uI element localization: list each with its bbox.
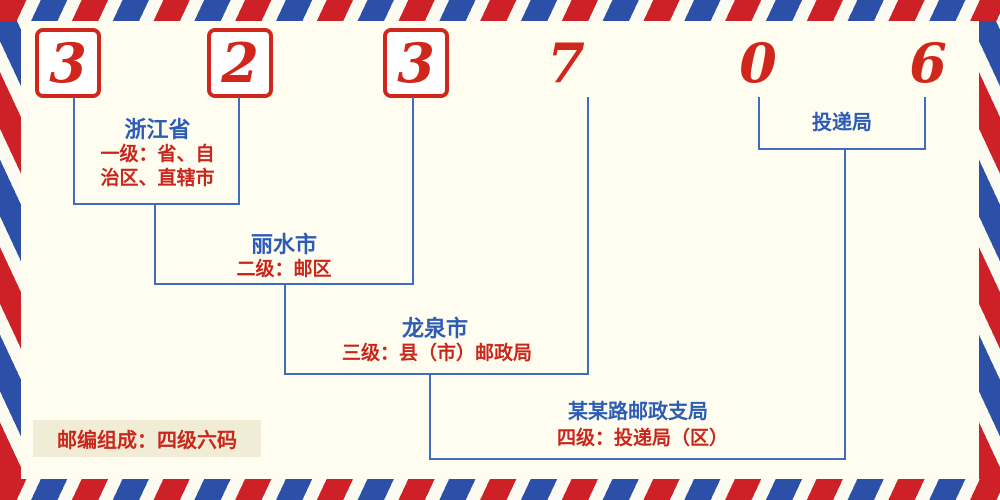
connector-line [154, 283, 414, 285]
digit-box-3: 3 [383, 28, 449, 98]
digit-box-6: 6 [895, 28, 961, 98]
level1-description-line2: 治区、直辖市 [100, 167, 215, 189]
connector-line [429, 458, 846, 460]
digit-5: 0 [739, 31, 777, 95]
connector-line [154, 205, 156, 285]
digit-4: 7 [547, 31, 585, 95]
delivery-office-label: 投递局 [812, 110, 872, 134]
note-text: 邮编组成：四级六码 [57, 428, 237, 452]
level4-description: 四级：投递局（区） [556, 427, 728, 449]
digit-box-2: 2 [207, 28, 273, 98]
digit-box-1: 3 [35, 28, 101, 98]
level1-description: 一级：省、自 治区、直辖市 [68, 142, 247, 190]
level2-region-label: 丽水市 [250, 233, 317, 258]
connector-line [284, 373, 589, 375]
level2-description: 二级：邮区 [236, 258, 332, 280]
digit-1: 3 [49, 31, 87, 95]
connector-line [284, 285, 286, 375]
level1-description-line1: 一级：省、自 [100, 143, 215, 165]
connector-line [429, 375, 431, 460]
connector-line [73, 97, 75, 205]
level3-region-label: 龙泉市 [401, 317, 468, 342]
level3-description: 三级：县（市）邮政局 [341, 342, 532, 364]
digit-3: 3 [397, 31, 435, 95]
connector-line [412, 97, 414, 285]
airmail-border-right [979, 21, 1000, 479]
postal-code-composition-note: 邮编组成：四级六码 [33, 420, 261, 457]
level4-region-label: 某某路邮政支局 [568, 399, 708, 423]
digit-box-5: 0 [725, 28, 791, 98]
connector-line [73, 203, 240, 205]
level1-region-label: 浙江省 [124, 118, 191, 143]
connector-line [924, 97, 926, 150]
connector-line [844, 148, 846, 460]
digit-2: 2 [221, 31, 259, 95]
airmail-border-left [0, 21, 21, 479]
digit-6: 6 [909, 31, 947, 95]
connector-line [587, 97, 589, 375]
connector-line [758, 97, 760, 150]
airmail-border-top [0, 0, 1000, 21]
connector-line [238, 97, 240, 205]
airmail-border-bottom [0, 479, 1000, 500]
digit-box-4: 7 [533, 28, 599, 98]
connector-line [758, 148, 926, 150]
